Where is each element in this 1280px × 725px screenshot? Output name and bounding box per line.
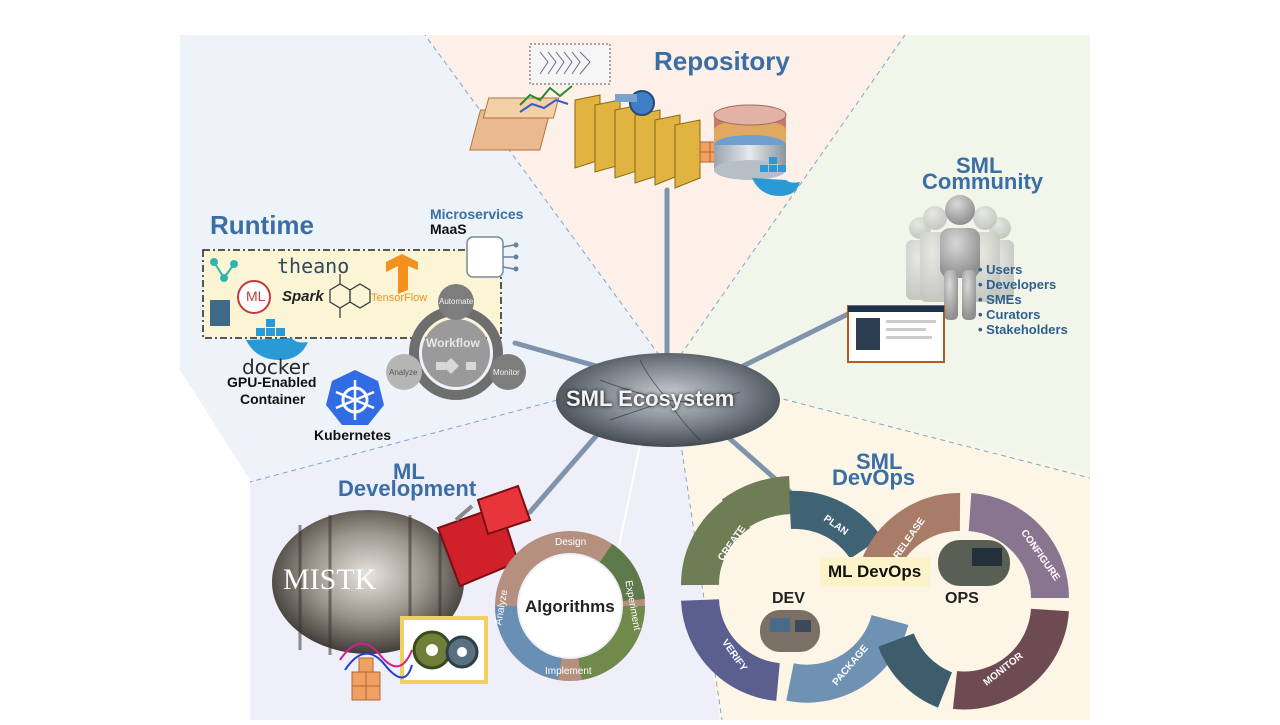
community-members-list: Users Developers SMEs Curators Stakehold… (978, 262, 1068, 337)
toolbox-icon (436, 484, 532, 588)
cycle-step-implement: Implement (545, 666, 592, 677)
community-member: Developers (978, 277, 1068, 292)
community-member: Curators (978, 307, 1068, 322)
devops-title-line1: SML (856, 449, 903, 474)
community-title-line2: Community (922, 169, 1043, 194)
docker-whale-icon (246, 319, 308, 360)
hub-label: SML Ecosystem (566, 386, 735, 411)
ml-devops-label-box (820, 557, 930, 587)
ml-framework-label: ML (246, 288, 266, 304)
maas-label: MaaS (430, 221, 467, 237)
runtime-title: Runtime (210, 210, 314, 240)
algorithms-label: Algorithms (525, 597, 615, 616)
data-cubes-icon (351, 657, 381, 701)
workflow-center-label: Workflow (426, 336, 480, 350)
spark-label: Spark (282, 288, 324, 305)
repository-title: Repository (654, 46, 790, 76)
gears-box (400, 616, 488, 684)
container-label-line2: Container (240, 391, 306, 407)
community-member: SMEs (978, 292, 1068, 307)
ml-devops-label: ML DevOps (828, 562, 922, 581)
docker-label: docker (242, 355, 310, 379)
algorithms-cycle (495, 531, 645, 681)
workflow-cycle (386, 284, 526, 400)
workflow-automate-label: Automate (439, 297, 474, 306)
community-member: Stakeholders (978, 322, 1068, 337)
ml-development-title-line1: ML (393, 459, 425, 484)
microservices-label: Microservices (430, 206, 524, 222)
dashboard-screenshot-icon (847, 305, 945, 363)
mistk-label: MISTK (283, 563, 377, 596)
kubernetes-icon (326, 370, 384, 425)
kubernetes-label: Kubernetes (314, 427, 392, 443)
container-label-line1: GPU-Enabled (227, 374, 317, 390)
community-title-line1: SML (956, 153, 1003, 178)
ml-development-title-line2: Development (338, 476, 477, 501)
ops-label: OPS (945, 590, 979, 607)
workflow-monitor-label: Monitor (493, 368, 520, 377)
community-member: Users (978, 262, 1068, 277)
cycle-step-design: Design (555, 537, 587, 548)
tensorflow-icon (386, 254, 418, 294)
workflow-analyze-label: Analyze (389, 368, 418, 377)
community-sector (670, 35, 1090, 475)
devops-infinity-loop (680, 476, 1070, 710)
theano-label: theano (277, 254, 350, 278)
tensorflow-label: TensorFlow (371, 292, 428, 304)
dev-label: DEV (772, 590, 805, 607)
repository-illustration (469, 43, 800, 196)
maas-service-icon (466, 236, 519, 278)
devops-title-line2: DevOps (832, 465, 916, 490)
docker-whale-small-icon (752, 157, 800, 196)
